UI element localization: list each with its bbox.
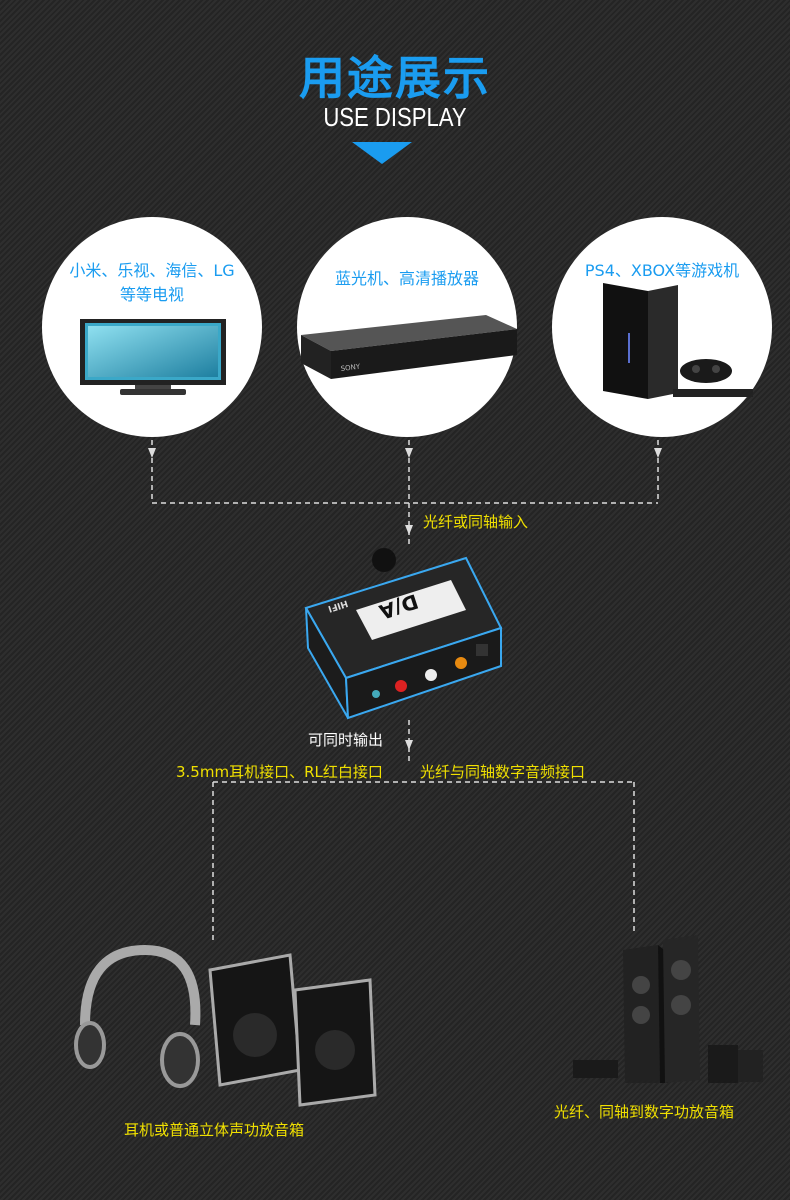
source-tv: 小米、乐视、海信、LG 等等电视 — [42, 217, 262, 437]
input-label: 光纤或同轴输入 — [423, 513, 529, 531]
down-arrow-icon — [352, 142, 412, 164]
headphones-speakers-icon — [74, 945, 377, 1107]
home-theater-icon — [573, 935, 763, 1083]
output-left-label: 3.5mm耳机接口、RL红白接口 — [176, 763, 383, 781]
output-right-label: 光纤与同轴数字音频接口 — [420, 763, 586, 781]
page-subtitle: USE DISPLAY — [323, 102, 467, 132]
bluray-brand: SONY — [340, 363, 361, 373]
source-tv-label-2: 等等电视 — [119, 285, 184, 304]
target-speakers-label: 光纤、同轴到数字功放音箱 — [554, 1103, 735, 1121]
source-tv-label-1: 小米、乐视、海信、LG — [69, 261, 235, 280]
page-title: 用途展示 — [299, 51, 491, 105]
bluray-player-icon: SONY — [301, 315, 517, 379]
source-bluray: 蓝光机、高清播放器 SONY — [297, 217, 517, 437]
source-console: PS4、XBOX等游戏机 — [552, 217, 772, 437]
source-console-label: PS4、XBOX等游戏机 — [584, 261, 740, 280]
game-console-icon — [603, 283, 753, 399]
dac-device: D/A HIFI — [304, 548, 503, 720]
tv-icon — [80, 319, 226, 395]
source-bluray-label: 蓝光机、高清播放器 — [334, 269, 479, 288]
output-label: 可同时输出 — [308, 731, 384, 749]
target-headphones-label: 耳机或普通立体声功放音箱 — [124, 1121, 305, 1139]
